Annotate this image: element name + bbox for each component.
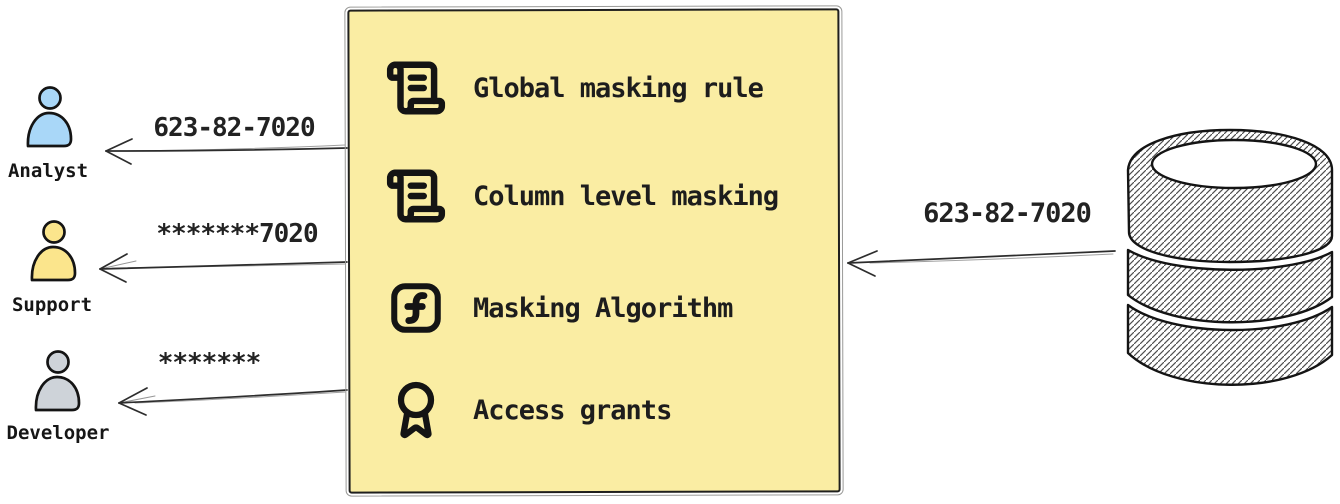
persona-label-analyst: Analyst <box>7 160 89 182</box>
arrow-to-analyst <box>105 138 348 165</box>
person-icon-support <box>30 220 77 282</box>
arrow-label-database: 623-82-7020 <box>923 198 1092 229</box>
scroll-icon <box>384 165 448 227</box>
masking-item-label: Global masking rule <box>473 72 764 104</box>
masking-item: Column level masking <box>384 164 834 228</box>
person-icon-developer <box>34 350 81 412</box>
arrow-to-developer <box>118 387 348 416</box>
award-icon <box>384 378 448 442</box>
masking-item: Masking Algorithm <box>384 276 834 340</box>
arrow-label-support: *******7020 <box>156 219 318 249</box>
person-icon-analyst <box>26 86 73 148</box>
arrow-from-database <box>847 250 1116 277</box>
arrow-label-analyst: 623-82-7020 <box>153 113 315 143</box>
arrow-label-developer: ******* <box>157 348 262 378</box>
function-icon <box>384 279 448 337</box>
masking-item-label: Column level masking <box>473 180 779 212</box>
masking-item: Access grants <box>384 378 834 442</box>
scroll-icon <box>384 57 448 119</box>
persona-label-developer: Developer <box>6 422 110 444</box>
masking-item-label: Masking Algorithm <box>473 292 733 324</box>
masking-item: Global masking rule <box>384 56 834 120</box>
arrow-to-support <box>99 253 348 283</box>
database-icon <box>1126 128 1334 386</box>
persona-label-support: Support <box>11 294 93 316</box>
masking-item-label: Access grants <box>473 394 672 426</box>
